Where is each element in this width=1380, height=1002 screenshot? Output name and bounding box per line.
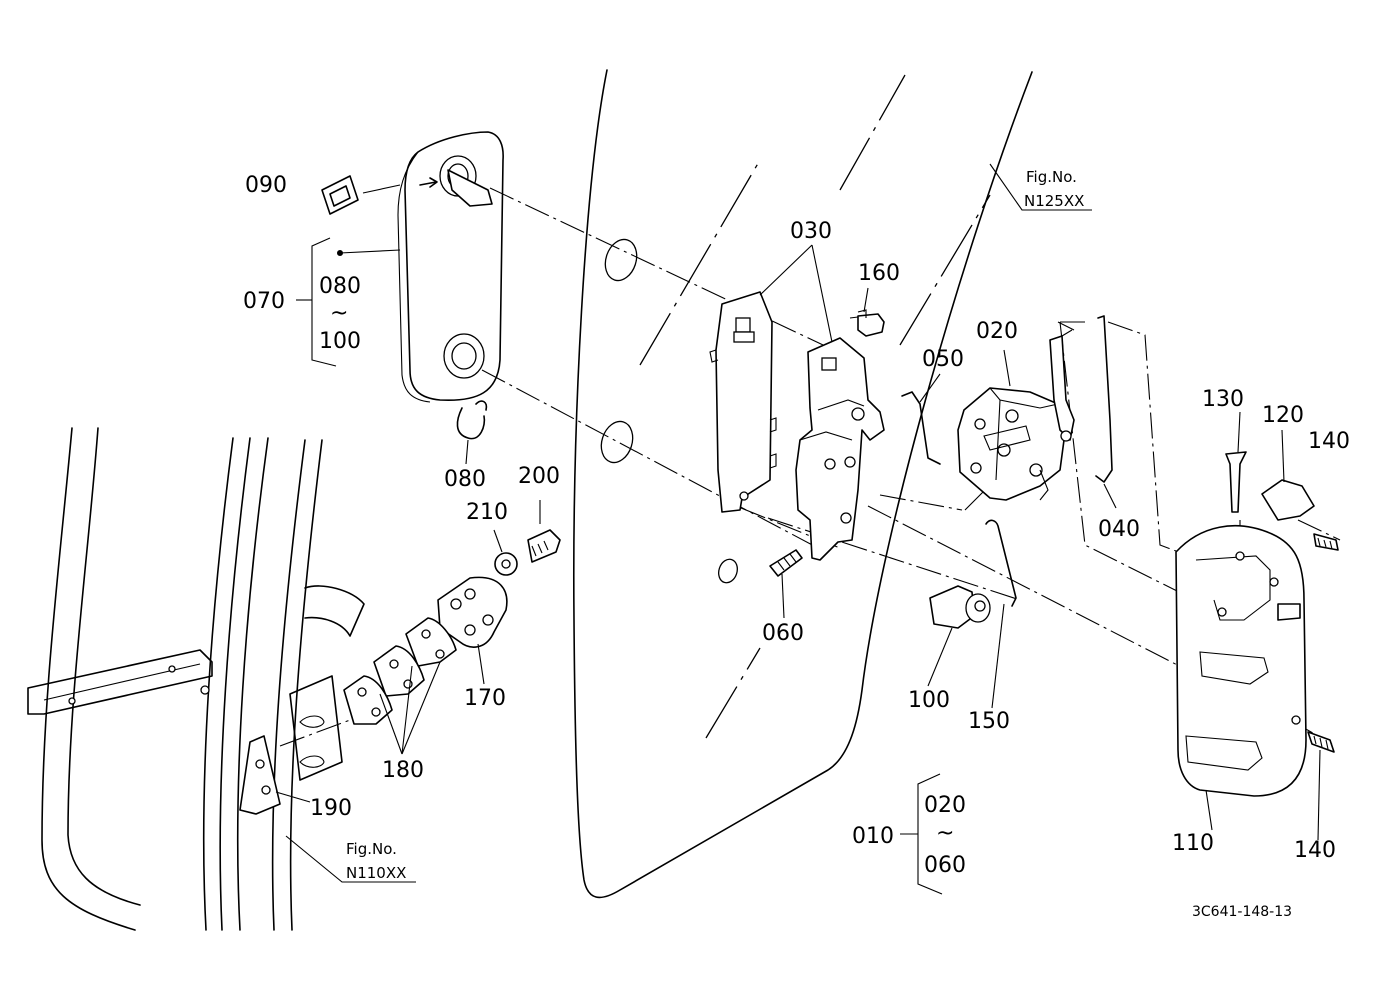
washer-210 [494, 552, 518, 576]
plate-170 [437, 576, 508, 648]
shim-180-a [405, 617, 457, 667]
label-100: 100 [908, 688, 950, 713]
label-020: 020 [976, 319, 1018, 344]
fig-ref-upper-caption: Fig.No. [1026, 168, 1077, 186]
pin-130 [1225, 451, 1247, 513]
part-labels: 090 070 080 ~ 100 080 210 200 170 180 19… [243, 173, 1350, 878]
latch-plate-030-front [709, 291, 777, 513]
escutcheon-090 [321, 175, 359, 215]
label-060: 060 [762, 621, 804, 646]
label-010: 010 [852, 824, 894, 849]
leader-090 [362, 184, 401, 194]
label-140-lower: 140 [1294, 838, 1336, 863]
bolt-200 [527, 529, 561, 563]
fig-ref-lower-leader [285, 835, 416, 883]
label-060-range-to: 060 [924, 853, 966, 878]
fig-ref-upper-leader [989, 163, 1092, 211]
screw-140-lower [1307, 731, 1335, 753]
label-150: 150 [968, 709, 1010, 734]
leader-070 [339, 249, 401, 254]
label-200: 200 [518, 464, 560, 489]
label-170: 170 [464, 686, 506, 711]
label-070: 070 [243, 289, 285, 314]
door-panel-outline [573, 69, 1033, 899]
leaders [275, 244, 1321, 841]
bracket-070 [311, 237, 337, 367]
latch-plate-030-rear [795, 337, 885, 561]
label-130: 130 [1202, 387, 1244, 412]
screw-140-upper [1313, 533, 1339, 551]
label-030: 030 [790, 219, 832, 244]
label-100-range-to: 100 [319, 329, 361, 354]
cover-110 [1175, 524, 1307, 797]
shim-180-b [373, 645, 425, 697]
plate-190 [239, 735, 281, 815]
fig-ref-lower: Fig.No. N110XX [346, 840, 406, 882]
screw-060 [769, 549, 803, 577]
cab-frame [27, 427, 365, 931]
drawing-code: 3C641-148-13 [1192, 904, 1292, 920]
label-090: 090 [245, 173, 287, 198]
label-070-tilde: ~ [330, 301, 348, 326]
fig-ref-upper: Fig.No. N125XX [1024, 168, 1084, 210]
fig-ref-upper-number: N125XX [1024, 192, 1084, 210]
label-020-range-from: 020 [924, 793, 966, 818]
label-180: 180 [382, 758, 424, 783]
label-080-range-from: 080 [319, 274, 361, 299]
shim-180-c [343, 675, 393, 725]
label-080: 080 [444, 467, 486, 492]
label-010-tilde: ~ [936, 821, 954, 846]
label-120: 120 [1262, 403, 1304, 428]
spring-150 [985, 519, 1017, 607]
label-110: 110 [1172, 831, 1214, 856]
rod-050 [901, 391, 941, 465]
latch-body-020 [957, 335, 1075, 501]
fig-ref-lower-caption: Fig.No. [346, 840, 397, 858]
clip-080 [456, 400, 488, 440]
rod-040 [1095, 315, 1113, 483]
fig-ref-lower-number: N110XX [346, 864, 406, 882]
knob-120 [1261, 479, 1315, 521]
label-040: 040 [1098, 517, 1140, 542]
label-140-upper: 140 [1308, 429, 1350, 454]
bolt-160 [857, 309, 885, 337]
label-050: 050 [922, 347, 964, 372]
label-210: 210 [466, 500, 508, 525]
inside-handle-070 [397, 131, 504, 403]
label-190: 190 [310, 796, 352, 821]
label-160: 160 [858, 261, 900, 286]
lock-cylinder-100 [929, 585, 991, 629]
